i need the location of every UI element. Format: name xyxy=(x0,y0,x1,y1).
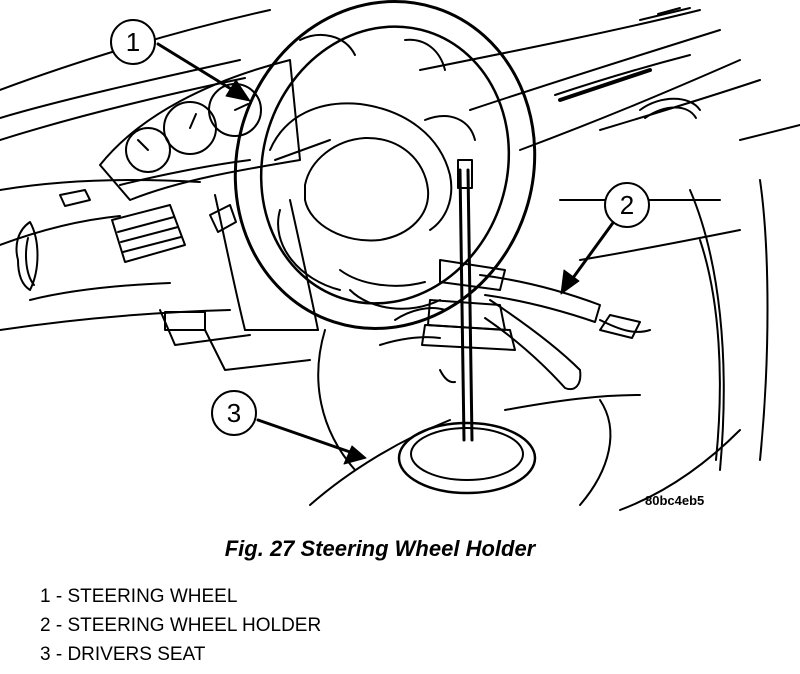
callout-1-circle xyxy=(110,19,156,65)
figure-caption: Fig. 27 Steering Wheel Holder xyxy=(224,536,536,561)
dashboard xyxy=(0,7,761,331)
callout-leaders xyxy=(156,42,617,454)
drivers-seat xyxy=(309,329,641,506)
legend-item-steering-wheel-holder: 2 - STEERING WHEEL HOLDER xyxy=(40,615,322,636)
legend: 1 - STEERING WHEEL 2 - STEERING WHEEL HO… xyxy=(40,582,321,669)
callout-2-number: 2 xyxy=(620,190,634,220)
left-air-vent xyxy=(59,189,186,263)
steering-wheel-holder-illustration: 1 2 3 80bc4eb5 xyxy=(0,0,800,511)
callout-2-circle xyxy=(604,182,650,228)
callout-3-arrowhead xyxy=(343,445,367,465)
callout-1-number: 1 xyxy=(126,27,140,57)
callout-3-circle xyxy=(211,390,257,436)
steering-wheel xyxy=(233,0,537,330)
instrument-cluster xyxy=(99,59,301,201)
steering-column xyxy=(159,194,319,371)
steering-wheel-holder xyxy=(379,159,601,495)
drawing-code: 80bc4eb5 xyxy=(645,493,704,508)
legend-item-steering-wheel: 1 - STEERING WHEEL xyxy=(40,586,238,607)
callout-2-arrowhead xyxy=(560,269,580,295)
callout-1-arrowhead xyxy=(225,79,251,102)
legend-item-drivers-seat: 3 - DRIVERS SEAT xyxy=(40,644,206,665)
right-panel xyxy=(559,97,800,511)
callout-3-number: 3 xyxy=(227,398,241,428)
